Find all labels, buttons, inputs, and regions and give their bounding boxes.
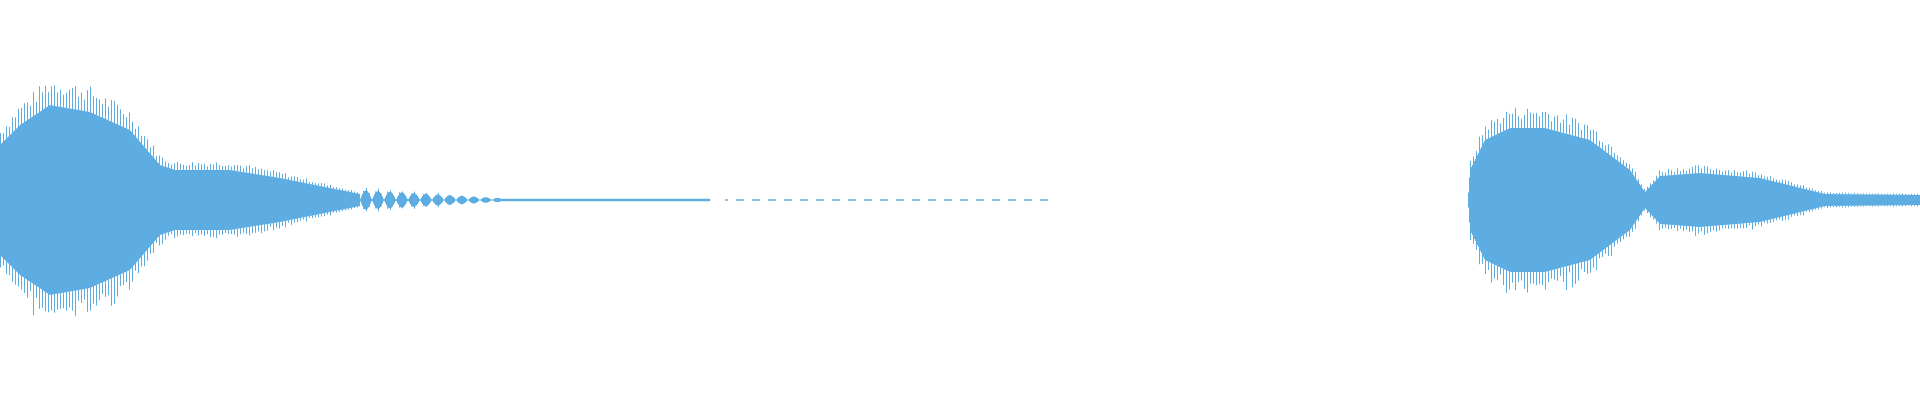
waveform-body <box>0 105 1920 295</box>
waveform-peaks <box>0 85 1918 316</box>
